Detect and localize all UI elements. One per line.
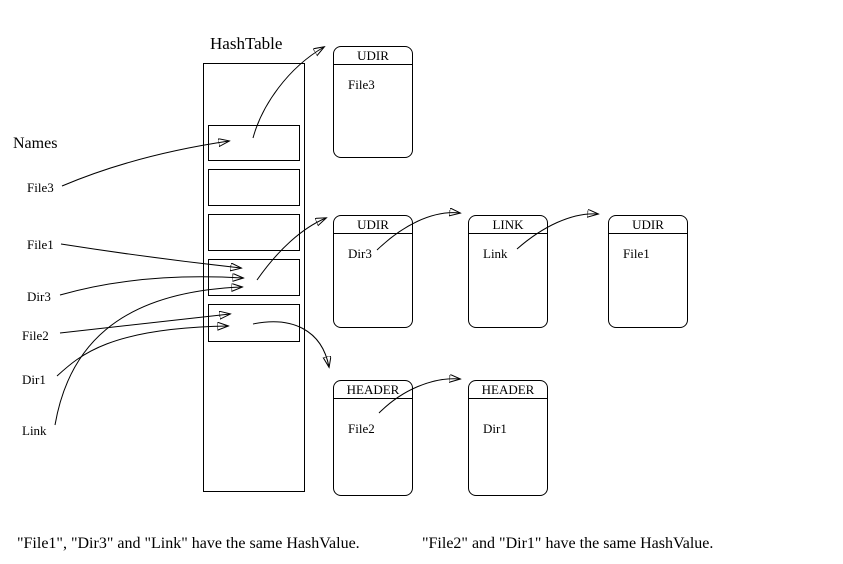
node-link-link: LINK Link <box>468 215 548 328</box>
name-label-dir3: Dir3 <box>27 289 51 304</box>
name-label-file1: File1 <box>27 237 54 252</box>
hashtable-slot-4 <box>208 259 300 296</box>
node-value-label: Dir3 <box>348 246 372 261</box>
name-label-dir1: Dir1 <box>22 372 46 387</box>
node-type-label: UDIR <box>334 47 412 65</box>
hashtable-slot-1 <box>208 125 300 161</box>
hashtable-slot-5 <box>208 304 300 342</box>
node-header-file2: HEADER File2 <box>333 380 413 496</box>
name-label-link: Link <box>22 423 47 438</box>
hashtable-slot-3 <box>208 214 300 251</box>
node-type-label: HEADER <box>469 381 547 399</box>
node-type-label: UDIR <box>609 216 687 234</box>
node-udir-dir3: UDIR Dir3 <box>333 215 413 328</box>
caption-hashvalue-right: "File2" and "Dir1" have the same HashVal… <box>422 535 714 552</box>
caption-hashvalue-left: "File1", "Dir3" and "Link" have the same… <box>17 535 360 552</box>
node-value-label: File1 <box>623 246 650 261</box>
node-udir-file3: UDIR File3 <box>333 46 413 158</box>
node-header-dir1: HEADER Dir1 <box>468 380 548 496</box>
node-type-label: HEADER <box>334 381 412 399</box>
diagram-title: HashTable <box>210 34 283 53</box>
node-value-label: File2 <box>348 421 375 436</box>
name-label-file2: File2 <box>22 328 49 343</box>
node-value-label: File3 <box>348 77 375 92</box>
name-label-file3: File3 <box>27 180 54 195</box>
names-column-title: Names <box>13 135 58 152</box>
hashtable-slot-2 <box>208 169 300 206</box>
node-type-label: LINK <box>469 216 547 234</box>
node-type-label: UDIR <box>334 216 412 234</box>
node-value-label: Dir1 <box>483 421 507 436</box>
node-value-label: Link <box>483 246 508 261</box>
node-udir-file1: UDIR File1 <box>608 215 688 328</box>
